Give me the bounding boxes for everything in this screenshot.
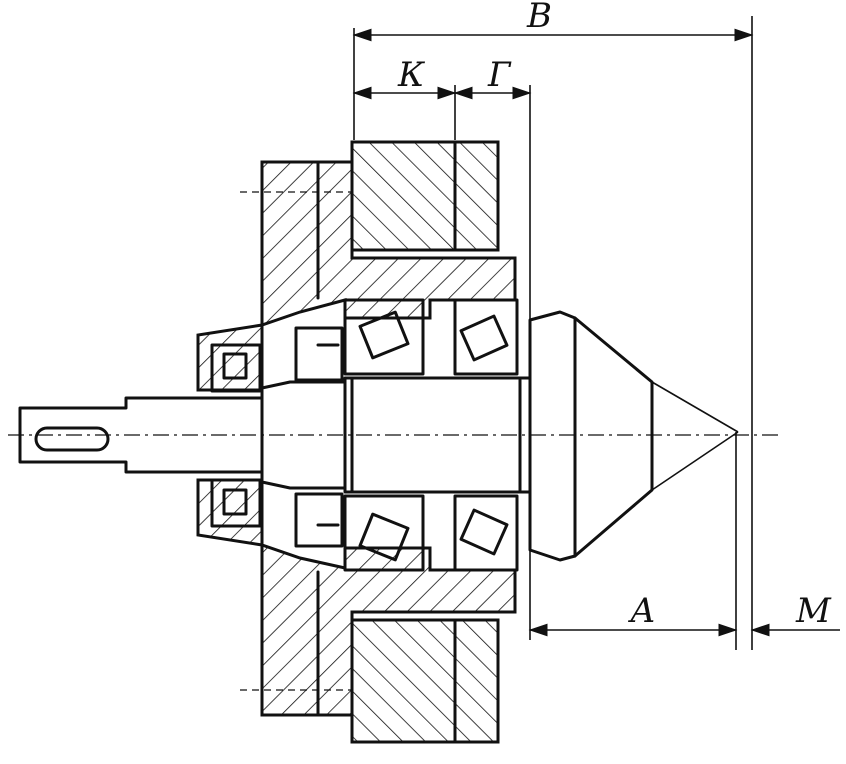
cone-projection-lower [651, 431, 739, 491]
roller-left-upper [358, 310, 410, 360]
bearing-left [343, 298, 425, 572]
dim-label-g: Г [487, 55, 512, 95]
bearing-right [453, 298, 519, 572]
spacer-upper [294, 326, 344, 382]
machine-housing [350, 140, 500, 744]
seal-ring-upper [210, 343, 262, 393]
housing-upper [350, 140, 500, 252]
extension-lines [353, 16, 753, 650]
bearing-right-upper-outline [453, 298, 519, 376]
dim-label-v: В [526, 0, 552, 36]
center-cone [573, 316, 654, 558]
seal-upper [210, 343, 262, 393]
seal-core-upper [222, 352, 248, 380]
dim-label-k: К [397, 55, 426, 95]
roller-right-lower [459, 508, 509, 556]
cone-projection-upper [651, 381, 739, 433]
seal-core-lower [222, 488, 248, 516]
dimension-lines [352, 28, 840, 637]
spacer-sleeve [294, 326, 344, 548]
shaft-keyway [34, 426, 110, 452]
bearing-left-lower-outline [343, 494, 425, 572]
center-base [528, 310, 577, 562]
housing-lower [350, 618, 500, 744]
seal-ring-lower [210, 478, 262, 528]
roller-left-lower [358, 512, 410, 562]
dim-label-a: А [628, 591, 656, 631]
roller-right-upper [459, 314, 509, 362]
dim-label-m: М [795, 591, 832, 631]
live-center [528, 310, 739, 562]
seal-lower [210, 478, 262, 528]
bearing-right-lower-outline [453, 494, 519, 572]
spacer-lower [294, 492, 344, 548]
bearing-left-upper-outline [343, 298, 425, 376]
